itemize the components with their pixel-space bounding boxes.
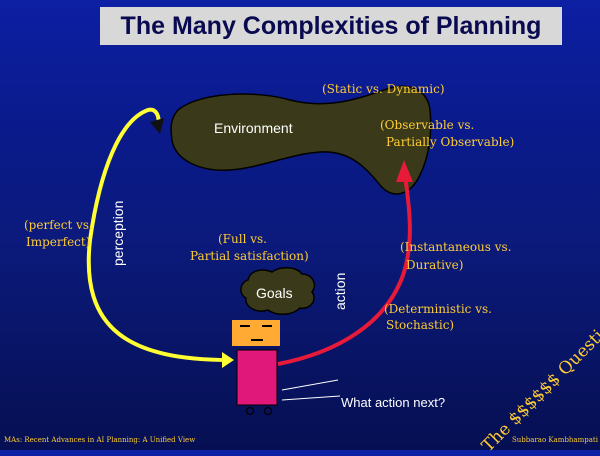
speech-line-1 [281, 379, 339, 391]
goals-label: Goals [256, 285, 293, 301]
title-background [100, 7, 562, 45]
goals-cloud [240, 267, 316, 315]
footer-right: Subbarao Kambhampati [512, 436, 598, 444]
agent-body [236, 349, 278, 406]
perfect-label-1: (perfect vs. [24, 218, 93, 232]
static-dynamic-label: (Static vs. Dynamic) [322, 82, 445, 96]
observable-label-2: Partially Observable) [386, 135, 515, 149]
perception-arrowhead-top [150, 118, 164, 134]
full-label-1: (Full vs. [218, 232, 267, 246]
page-title: The Many Complexities of Planning [120, 12, 542, 40]
footer-left: MAs: Recent Advances in AI Planning: A U… [4, 436, 196, 444]
perception-arrowhead-bottom [222, 352, 234, 368]
speech-line-2 [281, 395, 341, 401]
perfect-label-2: Imperfect) [26, 235, 91, 249]
instantaneous-label-1: (Instantaneous vs. [400, 240, 512, 254]
deterministic-label-1: (Deterministic vs. [384, 302, 492, 316]
deterministic-label-2: Stochastic) [386, 318, 455, 332]
perception-label: perception [110, 200, 126, 266]
action-arrow [277, 175, 412, 366]
perception-arrow [86, 107, 231, 362]
action-label: action [332, 272, 348, 310]
observable-label-1: (Observable vs. [380, 118, 475, 132]
agent-foot-right [263, 406, 273, 416]
what-action-question: What action next? [341, 395, 446, 410]
instantaneous-label-2: Durative) [406, 258, 464, 272]
action-arrowhead [396, 160, 413, 182]
full-label-2: Partial satisfaction) [190, 249, 309, 263]
agent-head [232, 320, 280, 346]
environment-label: Environment [214, 120, 293, 136]
agent-foot-left [245, 406, 255, 416]
